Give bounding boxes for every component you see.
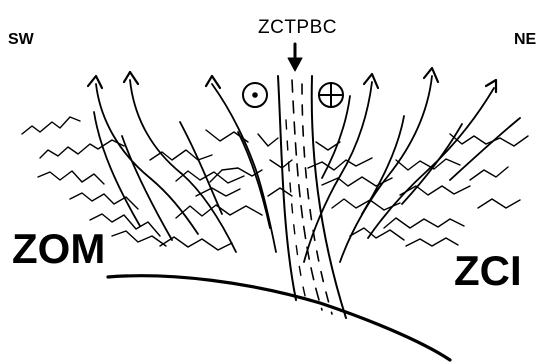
right-shear-traces bbox=[303, 75, 521, 263]
left-domain-label: ZOM bbox=[12, 225, 106, 272]
east-direction-label: NE bbox=[514, 31, 537, 48]
dot-in-circle-icon bbox=[242, 82, 268, 108]
central-shear-zone bbox=[277, 75, 347, 319]
left-shear-traces bbox=[93, 79, 277, 253]
right-domain-label: ZCI bbox=[454, 247, 522, 294]
shear-zone-label: ZCTPBC bbox=[258, 17, 337, 38]
plus-in-circle-icon bbox=[318, 82, 344, 108]
west-direction-label: SW bbox=[8, 31, 34, 48]
right-foliation-traces bbox=[267, 133, 529, 247]
shear-sense-arrows bbox=[86, 66, 498, 94]
basal-boundary bbox=[106, 274, 452, 362]
down-arrow-icon bbox=[287, 42, 303, 72]
